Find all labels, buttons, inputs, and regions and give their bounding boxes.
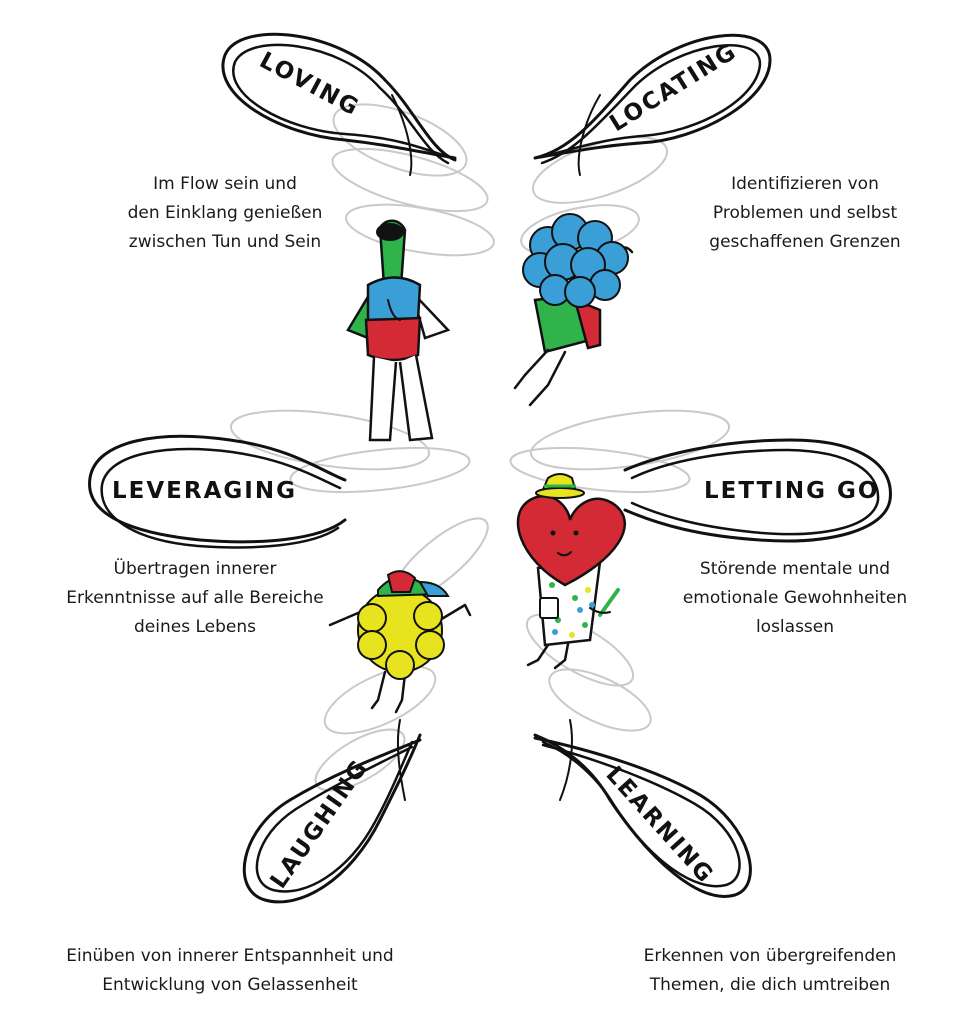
description-letting-go: Störende mentale und emotionale Gewohnhe… [650,555,940,642]
description-line: Problemen und selbst [712,203,898,223]
yellow-fluffy-figure-icon [328,570,472,714]
heart-figure-icon [516,473,627,670]
petal-label-locating: LOCATING [605,38,741,137]
walking-figure-icon [346,219,451,442]
petal-loving: LOVING [221,32,457,176]
petal-letting-go: LETTING GO [623,438,892,543]
description-line: Identifizieren von [731,174,879,194]
description-locating: Identifizieren von Problemen und selbst … [680,170,930,257]
description-line: loslassen [755,617,835,637]
description-line: Themen, die dich umtreiben [649,975,891,995]
petal-leveraging: LEVERAGING [88,434,347,549]
description-line: deines Lebens [134,617,256,637]
petal-label-leveraging: LEVERAGING [112,478,297,504]
description-line: Im Flow sein und [153,174,297,194]
petal-learning: LEARNING [533,719,752,898]
description-line: Störende mentale und [699,559,891,579]
description-loving: Im Flow sein und den Einklang genießen z… [90,170,360,257]
description-leveraging: Übertragen innerer Erkenntnisse auf alle… [30,555,360,642]
description-line: zwischen Tun und Sein [128,232,322,252]
description-line: Übertragen innerer [113,559,277,579]
petal-laughing: LAUGHING [242,719,422,904]
petal-label-laughing: LAUGHING [266,755,374,894]
curly-hair-figure-icon [513,213,634,407]
petal-label-learning: LEARNING [601,762,719,889]
description-line: Entwicklung von Gelassenheit [102,975,358,995]
description-line: Erkenntnisse auf alle Bereiche [66,588,324,608]
description-learning: Erkennen von übergreifenden Themen, die … [620,942,920,1000]
description-line: Erkennen von übergreifenden [643,946,897,966]
petal-label-letting-go: LETTING GO [704,478,879,504]
description-line: emotionale Gewohnheiten [682,588,908,608]
description-line: Einüben von innerer Entspannheit und [66,946,394,966]
description-line: den Einklang genießen [127,203,323,223]
description-laughing: Einüben von innerer Entspannheit und Ent… [30,942,430,1000]
description-line: geschaffenen Grenzen [709,232,901,252]
petal-label-loving: LOVING [255,47,364,121]
